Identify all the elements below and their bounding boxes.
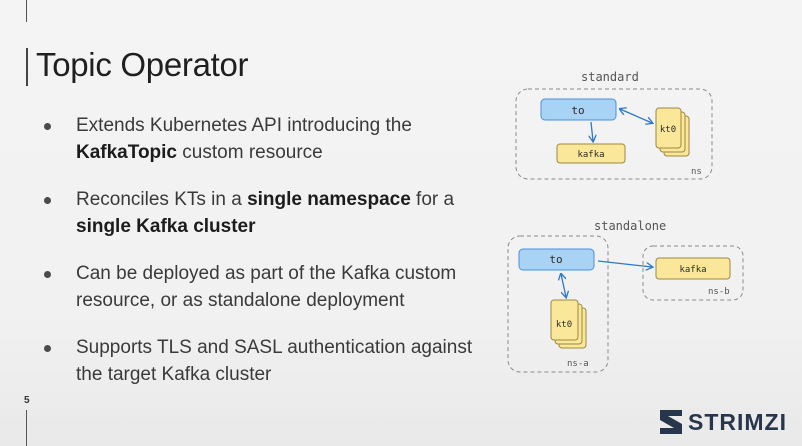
bullet-item: Reconciles KTs in a single namespace for… xyxy=(40,186,490,240)
bullet-dot xyxy=(44,271,51,278)
bullet-text: for a xyxy=(410,189,455,210)
standard-kt-label: kt0 xyxy=(660,125,676,135)
strimzi-logo-icon xyxy=(660,410,682,434)
bullet-item: Supports TLS and SASL authentication aga… xyxy=(40,334,490,388)
standalone-kafka-label: kafka xyxy=(679,265,706,275)
bullet-dot xyxy=(44,123,51,130)
standalone-ns-b-label: ns-b xyxy=(708,287,730,297)
bullet-dot xyxy=(44,345,51,352)
standalone-kt-stack xyxy=(550,299,587,349)
standalone-to-kt-arrow xyxy=(561,274,566,297)
bottom-left-rule xyxy=(26,410,27,446)
bullet-bold: single Kafka cluster xyxy=(76,216,256,237)
standalone-label: standalone xyxy=(594,219,666,233)
standalone-kt-label: kt0 xyxy=(556,320,572,330)
bullet-item: Extends Kubernetes API introducing the K… xyxy=(40,112,490,166)
bullet-text: Extends Kubernetes API introducing the xyxy=(76,115,412,136)
bullet-bold: single namespace xyxy=(247,189,411,210)
page-number: 5 xyxy=(24,395,30,406)
bullet-text: Supports TLS and SASL authentication aga… xyxy=(76,337,473,385)
standalone-to-kafka-arrow xyxy=(597,260,652,267)
bullet-dot xyxy=(44,197,51,204)
slide-title: Topic Operator xyxy=(36,46,249,83)
bullet-bold: KafkaTopic xyxy=(76,142,178,163)
standard-kafka-label: kafka xyxy=(577,150,604,160)
standalone-to-label: to xyxy=(549,253,562,266)
top-left-rule xyxy=(26,0,27,22)
bullet-list: Extends Kubernetes API introducing the K… xyxy=(40,112,490,408)
title-accent-bar xyxy=(26,48,28,86)
standalone-namespace-b-box xyxy=(642,245,744,301)
standard-kafka-box xyxy=(556,143,626,164)
bullet-item: Can be deployed as part of the Kafka cus… xyxy=(40,260,490,314)
standalone-to-box xyxy=(518,248,595,271)
bullet-text: Reconciles KTs in a xyxy=(76,189,248,210)
standalone-namespace-a-box xyxy=(507,235,609,373)
standard-to-kafka-arrow xyxy=(591,121,593,141)
standard-to-kt-arrow xyxy=(620,109,652,123)
standard-to-label: to xyxy=(571,104,584,117)
standalone-kafka-box xyxy=(655,257,731,280)
standard-label: standard xyxy=(581,70,639,84)
standard-namespace-box xyxy=(515,88,713,180)
standalone-ns-a-label: ns-a xyxy=(567,359,589,369)
standard-to-box xyxy=(540,98,617,121)
bullet-text: Can be deployed as part of the Kafka cus… xyxy=(76,263,457,311)
bullet-text: custom resource xyxy=(177,142,323,163)
standard-kt-stack xyxy=(655,107,690,157)
strimzi-logo-text: STRIMZI xyxy=(688,409,787,435)
standard-ns-label: ns xyxy=(691,167,702,177)
